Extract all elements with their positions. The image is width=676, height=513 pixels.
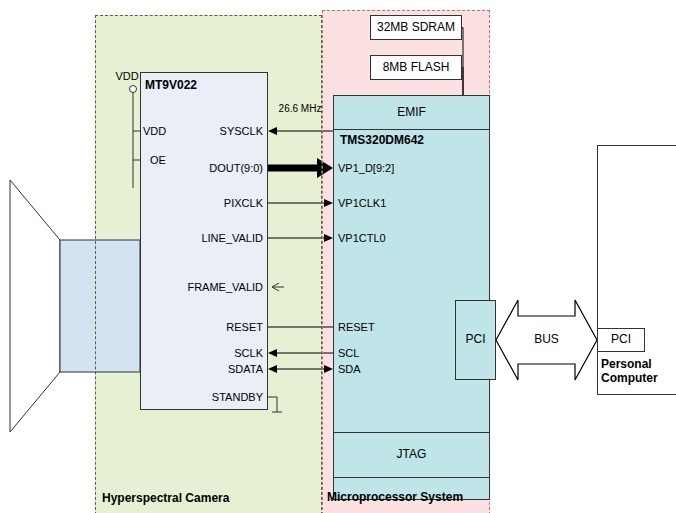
node-text: MT9V022 [145,79,197,93]
signal-wire [277,352,333,353]
signal-wire [268,165,317,172]
node-text: 8MB FLASH [371,61,461,75]
signal-wire [268,326,333,327]
edge-label: 26.6 MHz [278,103,323,114]
sensor-chip: MT9V022 [140,72,268,410]
interface-band: JTAG [333,432,490,478]
frame-valid-stub [272,283,284,291]
oe-tick [133,160,140,161]
node-text: Hyperspectral Camera [102,492,229,506]
camera-region: MT9V022Hyperspectral Camera [95,15,322,513]
bus-arrow [496,300,597,380]
signal-wire [277,368,324,369]
region-fill [322,10,490,513]
signal-wire [462,68,463,96]
supply-terminal [130,86,137,93]
node-text: Microprocessor System [327,491,463,505]
lens-hood [10,180,60,432]
dsp-chip: EMIFJTAGPCITMS320DM642 [333,95,490,500]
node-text: PCI [598,333,644,347]
node-text: Personal Computer [601,358,675,386]
node-text: EMIF [334,106,489,120]
processor-region: 32MB SDRAM8MB FLASHEMIFJTAGPCITMS320DM64… [322,10,490,513]
computer-box: PCI Personal Computer [597,145,676,395]
supply-wire [133,93,134,189]
lens-body [60,240,140,372]
memory-box: 32MB SDRAM [370,15,462,40]
memory-box: 8MB FLASH [370,55,462,80]
signal-wire [268,202,324,203]
pci-port: PCI [597,328,645,352]
pci-port: PCI [455,300,496,380]
signal-wire [277,130,333,131]
node-text: 32MB SDRAM [371,21,461,35]
supply-tick [133,131,140,132]
standby-ground [268,397,282,412]
signal-wire [462,28,463,96]
signal-wire [268,237,324,238]
node-text: JTAG [334,448,489,462]
pin-label: VDD [115,70,138,82]
region-fills [95,10,490,513]
interface-band: EMIF [333,95,490,130]
edge-label: BUS [533,333,560,346]
node-text: PCI [456,333,495,347]
node-text: TMS320DM642 [340,134,424,148]
